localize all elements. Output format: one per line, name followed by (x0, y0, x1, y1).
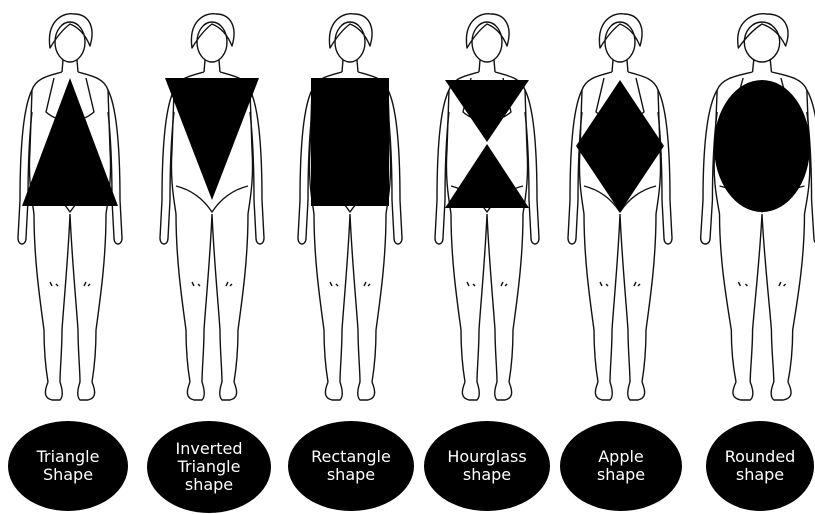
knees (600, 282, 640, 286)
knees (330, 282, 370, 286)
shape-label: Rounded shape (725, 448, 796, 484)
label-oval-hourglass: Hourglass shape (424, 421, 550, 511)
head (335, 22, 365, 62)
feet (45, 382, 94, 400)
hair (738, 14, 788, 48)
feet (462, 382, 511, 400)
feet (595, 382, 644, 400)
label-oval-apple: Apple shape (560, 421, 682, 511)
knees (738, 282, 785, 286)
shape-label: Hourglass shape (447, 448, 526, 484)
figure-inverted-triangle (160, 14, 264, 400)
legs (34, 214, 106, 382)
head (605, 22, 635, 62)
hourglass-silhouette (445, 80, 529, 142)
head (472, 22, 502, 62)
hourglass-silhouette (445, 144, 529, 208)
feet (733, 382, 791, 400)
shape-label: Triangle Shape (37, 448, 100, 484)
head (744, 22, 779, 62)
label-oval-rounded: Rounded shape (706, 421, 814, 511)
knees (192, 282, 232, 286)
shape-label: Inverted Triangle shape (175, 440, 242, 494)
rectangle-silhouette (311, 78, 389, 206)
legs (176, 214, 248, 382)
inverted-triangle-silhouette (165, 78, 259, 200)
feet (187, 382, 236, 400)
legs (314, 214, 386, 382)
apple-silhouette (576, 80, 664, 212)
shape-label: Rectangle shape (311, 448, 391, 484)
label-oval-rectangle: Rectangle shape (288, 421, 414, 511)
label-oval-inverted-triangle: Inverted Triangle shape (147, 421, 271, 513)
label-oval-triangle: Triangle Shape (8, 421, 128, 511)
rounded-silhouette (714, 80, 810, 212)
legs (451, 214, 523, 382)
legs (720, 214, 805, 382)
feet (325, 382, 374, 400)
knees (467, 282, 507, 286)
knees (50, 282, 90, 286)
triangle-silhouette (22, 78, 118, 206)
head (197, 22, 227, 62)
shape-label: Apple shape (597, 448, 645, 484)
head (55, 22, 85, 62)
legs (584, 214, 656, 382)
figure-triangle (18, 14, 122, 400)
figure-rectangle (298, 14, 402, 400)
